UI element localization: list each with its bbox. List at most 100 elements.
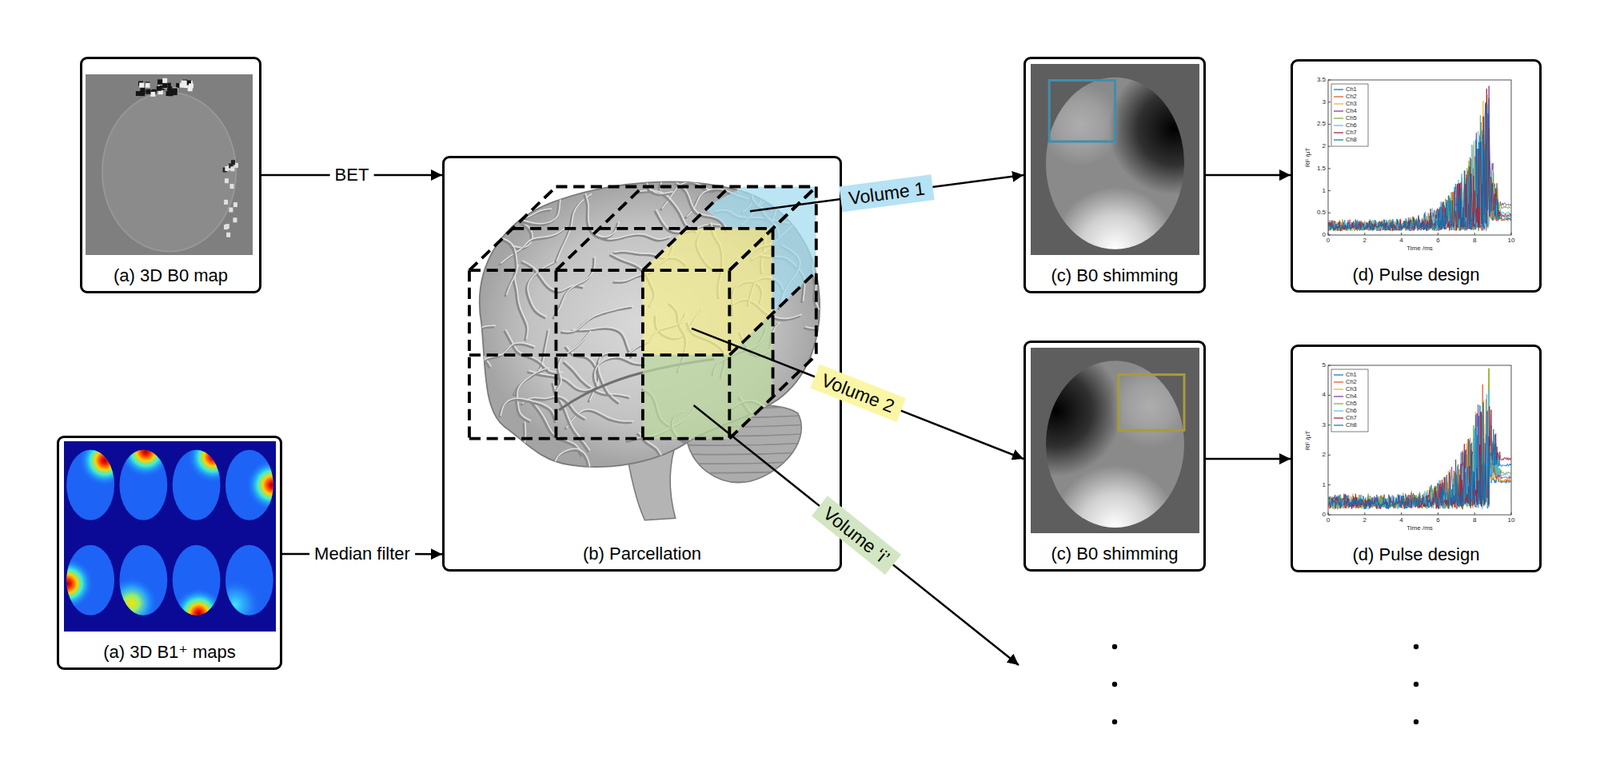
field-pixel	[224, 178, 229, 184]
axis-tick	[1328, 79, 1331, 81]
field-pixel	[229, 183, 234, 189]
legend-entry: Ch1	[1345, 86, 1357, 93]
panel-caption: (c) B0 shimming	[1051, 543, 1179, 564]
legend-sample	[1333, 381, 1344, 383]
edge-label: BET	[330, 163, 375, 186]
grid-line	[469, 437, 730, 441]
legend-entry: Ch2	[1345, 93, 1357, 100]
axis-tick	[1328, 395, 1331, 396]
rf-channel-trace	[1328, 402, 1512, 510]
grid-line	[814, 187, 818, 356]
plot-area	[1328, 365, 1512, 515]
shim-region-box	[1118, 375, 1185, 431]
field-pixel	[223, 199, 228, 205]
edge-label: Median filter	[309, 542, 415, 565]
gyrus-highlight	[528, 370, 599, 390]
gyrus-highlight	[778, 127, 817, 180]
sulcus	[492, 152, 525, 203]
gyrus-highlight	[671, 438, 727, 478]
legend-entry: Ch7	[1345, 129, 1357, 136]
axis-tick	[1328, 167, 1331, 169]
gyrus-highlight	[500, 398, 557, 422]
tick-label: 6	[1436, 517, 1440, 524]
field-pixel	[162, 83, 168, 88]
tick-label: 0	[1326, 237, 1330, 244]
plot-area	[1328, 79, 1512, 236]
b1-maps-panel: (a) 3D B1⁺ maps	[56, 435, 283, 671]
axis-tick	[1364, 232, 1365, 236]
gyrus-highlight	[461, 208, 494, 268]
continuation-dot	[1112, 644, 1118, 650]
axis-tick	[1328, 146, 1331, 148]
grid-line	[555, 185, 816, 189]
axis-tick	[1328, 235, 1331, 236]
tick-label: 10	[1508, 237, 1516, 244]
tick-label: 1.5	[1316, 165, 1326, 172]
axis-tick	[1474, 512, 1476, 515]
legend-entry: Ch6	[1345, 122, 1357, 129]
flow-arrow	[1205, 174, 1291, 177]
axis-tick	[1364, 512, 1365, 515]
tick-label: 8	[1472, 517, 1477, 524]
sulcus	[477, 344, 535, 378]
volume-tag: Volume 2	[809, 364, 906, 423]
tick-label: 4	[1399, 237, 1403, 244]
axis-tick	[1511, 512, 1513, 515]
axis-title: Time /ms	[1406, 245, 1433, 252]
legend-entry: Ch1	[1345, 371, 1357, 379]
legend-entry: Ch6	[1345, 407, 1357, 415]
tick-label: 1	[1322, 187, 1326, 195]
axis-tick	[1328, 212, 1331, 214]
gyrus-highlight	[478, 343, 536, 376]
gyrus-highlight	[516, 421, 526, 500]
gyrus-highlight	[554, 448, 594, 483]
legend-sample	[1333, 110, 1344, 112]
rf-channel-trace	[1328, 389, 1512, 510]
axis-tick	[1328, 514, 1331, 516]
axis-tick	[1328, 190, 1331, 192]
legend-box	[1331, 83, 1369, 147]
sulcus	[421, 327, 495, 334]
axis-tick	[1437, 232, 1439, 236]
grid-line	[512, 227, 773, 231]
axis-tick	[1328, 232, 1329, 236]
shimmed-field-image	[990, 345, 1200, 591]
sulcus	[707, 461, 743, 516]
b1-hotspot	[208, 578, 262, 632]
tick-label: 10	[1508, 517, 1516, 524]
tick-label: 3.5	[1316, 76, 1326, 84]
legend-entry: Ch3	[1345, 100, 1357, 108]
rf-pulse-plot	[1328, 365, 1512, 515]
field-pixel	[166, 91, 172, 96]
rf-channel-trace	[1328, 368, 1512, 510]
flow-arrow	[691, 328, 1024, 459]
panel-caption: (a) 3D B1⁺ maps	[103, 642, 236, 663]
sulcus	[670, 440, 726, 479]
legend-entry: Ch4	[1345, 107, 1357, 115]
grid-line	[467, 270, 471, 439]
field-shade	[1038, 83, 1122, 167]
legend-entry: Ch2	[1345, 379, 1357, 386]
pulse-design-panel: (d) Pulse design	[1290, 59, 1542, 293]
field-pixel	[230, 166, 235, 172]
field-pixel	[162, 83, 168, 89]
gyrus-highlight	[709, 459, 745, 515]
legend-sample	[1333, 388, 1344, 390]
grid-line	[554, 270, 558, 439]
field-pixel	[157, 79, 163, 85]
legend-box	[1331, 369, 1369, 432]
axis-title: Time /ms	[1406, 525, 1433, 532]
axis-tick	[1328, 512, 1329, 515]
legend-sample	[1333, 374, 1344, 376]
axis-tick	[1328, 123, 1331, 125]
shimming-panel: (c) B0 shimming	[1023, 56, 1206, 294]
gyrus-highlight	[505, 329, 563, 373]
tick-label: 2	[1363, 517, 1367, 524]
legend-entry: Ch3	[1345, 386, 1357, 393]
rf-pulse-plot	[1328, 79, 1512, 236]
volume-arrow	[694, 405, 1020, 666]
tick-label: 0	[1322, 511, 1326, 519]
